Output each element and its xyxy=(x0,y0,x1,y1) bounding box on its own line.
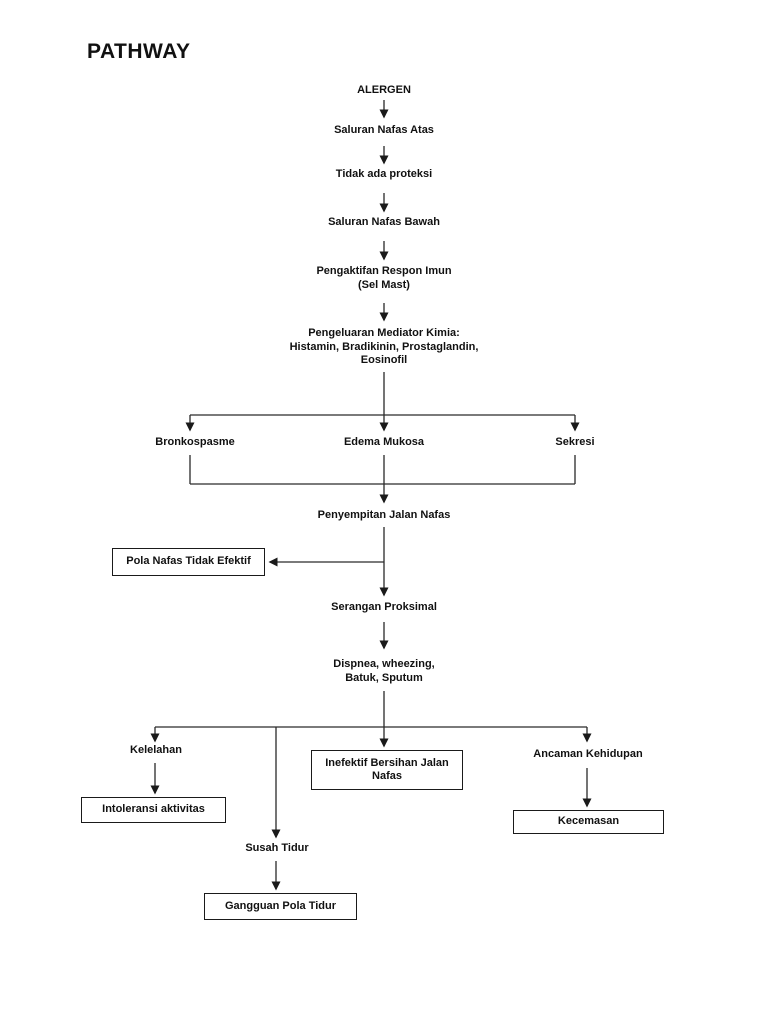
box-pola-nafas-tidak-efektif: Pola Nafas Tidak Efektif xyxy=(112,548,265,576)
node-alergen: ALERGEN xyxy=(357,84,411,96)
box-gangguan-pola-tidur: Gangguan Pola Tidur xyxy=(204,893,357,920)
node-penyempitan-jalan-nafas: Penyempitan Jalan Nafas xyxy=(317,509,451,521)
page-title: PATHWAY xyxy=(87,40,191,63)
node-sekresi: Sekresi xyxy=(555,436,595,448)
node-ancaman-kehidupan: Ancaman Kehidupan xyxy=(533,748,643,760)
node-pengeluaran-mediator-kimia: Pengeluaran Mediator Kimia: Histamin, Br… xyxy=(289,327,479,366)
node-serangan-proksimal: Serangan Proksimal xyxy=(331,601,437,613)
node-bronkospasme: Bronkospasme xyxy=(155,436,235,448)
box-inefektif-bersihan-jalan-nafas: Inefektif Bersihan Jalan Nafas xyxy=(311,750,463,790)
box-kecemasan: Kecemasan xyxy=(513,810,664,834)
node-dispnea-wheezing: Dispnea, wheezing, Batuk, Sputum xyxy=(333,658,435,684)
node-kelelahan: Kelelahan xyxy=(130,744,182,756)
node-saluran-nafas-bawah: Saluran Nafas Bawah xyxy=(328,216,440,228)
node-tidak-ada-proteksi: Tidak ada proteksi xyxy=(335,168,433,180)
node-susah-tidur: Susah Tidur xyxy=(245,842,309,854)
node-edema-mukosa: Edema Mukosa xyxy=(343,436,425,448)
box-intoleransi-aktivitas: Intoleransi aktivitas xyxy=(81,797,226,823)
node-pengaktifan-respon-imun: Pengaktifan Respon Imun (Sel Mast) xyxy=(316,265,452,291)
node-saluran-nafas-atas: Saluran Nafas Atas xyxy=(334,124,434,136)
